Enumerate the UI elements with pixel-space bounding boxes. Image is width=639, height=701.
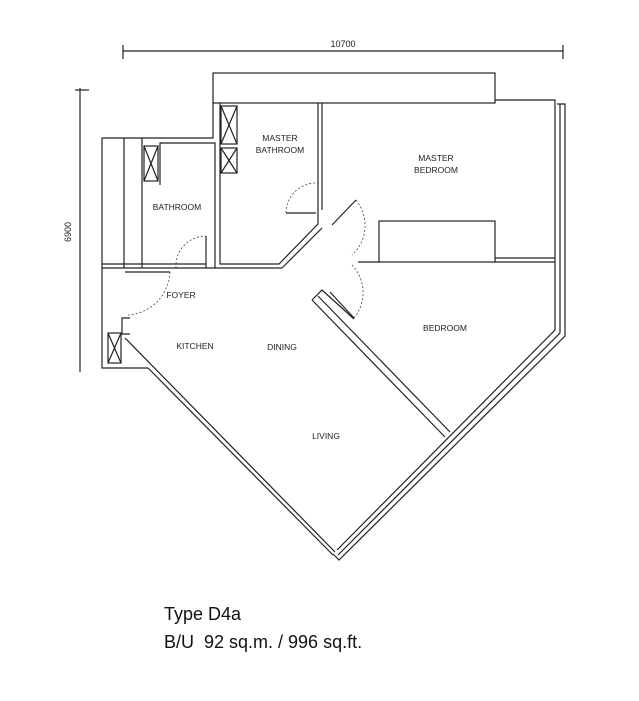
room-label-master-bathroom-2: BATHROOM <box>256 145 304 155</box>
room-label-bathroom: BATHROOM <box>153 202 201 212</box>
room-label-bedroom: BEDROOM <box>423 323 467 333</box>
doors <box>125 182 366 319</box>
width-label: 10700 <box>330 39 355 49</box>
top-planter <box>212 72 496 104</box>
walls <box>101 99 566 561</box>
unit-type: Type D4a <box>164 604 242 624</box>
room-label-master-bathroom-1: MASTER <box>262 133 297 143</box>
room-label-kitchen: KITCHEN <box>176 341 213 351</box>
room-label-master-bedroom-2: BEDROOM <box>414 165 458 175</box>
height-dimension: 6900 <box>63 88 89 372</box>
service-shafts <box>107 105 238 364</box>
room-label-dining: DINING <box>267 342 297 352</box>
room-label-foyer: FOYER <box>166 290 195 300</box>
width-dimension: 10700 <box>122 39 564 59</box>
room-label-master-bedroom-1: MASTER <box>418 153 453 163</box>
height-label: 6900 <box>63 222 73 242</box>
room-label-living: LIVING <box>312 431 340 441</box>
unit-area: B/U 92 sq.m. / 996 sq.ft. <box>164 632 363 652</box>
